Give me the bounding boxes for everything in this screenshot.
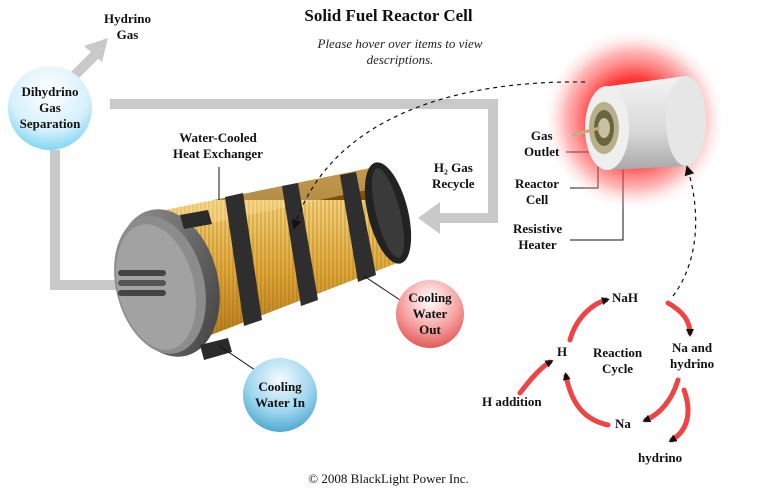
cooling-water-out-bubble[interactable]: Cooling Water Out xyxy=(396,280,464,348)
heat-exchanger-label[interactable]: Water-Cooled Heat Exchanger xyxy=(173,130,263,162)
copyright-footer: © 2008 BlackLight Power Inc. xyxy=(308,471,469,486)
reactor-cell-graphic xyxy=(542,28,726,212)
dihydrino-line-2: Gas xyxy=(39,100,61,115)
hover-instruction-line-2: descriptions. xyxy=(366,52,434,67)
na-hydrino-line-1: Na and xyxy=(671,340,713,355)
hydrino-gas-line-1: Hydrino xyxy=(104,11,151,26)
recycle-pipe xyxy=(50,99,498,290)
reaction-cycle-arrows xyxy=(517,297,694,443)
resistive-heater-line-1: Resistive xyxy=(513,221,563,236)
cooling-out-line-1: Cooling xyxy=(408,290,452,305)
dihydrino-line-1: Dihydrino xyxy=(21,84,79,99)
h2-recycle-line-1: H₂ Gas xyxy=(433,160,473,175)
heat-exchanger-graphic xyxy=(114,162,412,360)
hover-instruction-line-1: Please hover over items to view xyxy=(317,36,483,51)
gas-outlet-label[interactable]: Gas Outlet xyxy=(524,128,559,160)
cycle-hydrino-label[interactable]: hydrino xyxy=(638,450,683,465)
resistive-heater-line-2: Heater xyxy=(518,237,557,252)
cycle-nah-label[interactable]: NaH xyxy=(612,290,638,305)
cycle-h-addition-label[interactable]: H addition xyxy=(482,394,542,409)
dihydrino-gas-separation-bubble[interactable]: Dihydrino Gas Separation xyxy=(8,66,92,150)
h2-gas-recycle-label[interactable]: H₂ Gas Recycle xyxy=(432,160,475,192)
diagram-title: Solid Fuel Reactor Cell xyxy=(304,6,473,25)
reactor-cell-line-2: Cell xyxy=(525,192,549,207)
cycle-center-line-2: Cycle xyxy=(602,361,634,376)
hydrino-gas-arrow xyxy=(68,48,102,82)
heat-exchanger-line-1: Water-Cooled xyxy=(179,130,257,145)
dashed-link-reactor-to-exchanger xyxy=(291,81,586,230)
hydrino-gas-line-2: Gas xyxy=(116,27,139,42)
cycle-na-hydrino-label[interactable]: Na and hydrino xyxy=(670,340,714,372)
reactor-cell-line-1: Reactor xyxy=(515,176,560,191)
hydrino-gas-arrowhead xyxy=(84,38,108,62)
cooling-out-line-3: Out xyxy=(419,322,441,337)
dihydrino-line-3: Separation xyxy=(19,116,81,131)
dashed-link-cycle-to-reactor xyxy=(672,165,697,297)
hydrino-gas-label[interactable]: Hydrino Gas xyxy=(104,11,151,43)
cooling-water-in-bubble[interactable]: Cooling Water In xyxy=(243,358,317,432)
cycle-na-label[interactable]: Na xyxy=(615,416,631,431)
cycle-center-line-1: Reaction xyxy=(593,345,643,360)
cycle-center-label: Reaction Cycle xyxy=(593,345,642,377)
gas-outlet-line-2: Outlet xyxy=(524,144,560,159)
recycle-pipe-arrowhead xyxy=(418,202,440,234)
resistive-heater-label[interactable]: Resistive Heater xyxy=(513,221,562,253)
na-hydrino-line-2: hydrino xyxy=(670,356,715,371)
gas-outlet-line-1: Gas xyxy=(530,128,553,143)
cycle-h-label[interactable]: H xyxy=(557,344,568,359)
cooling-in-line-2: Water In xyxy=(255,395,305,410)
cooling-out-line-2: Water xyxy=(412,306,448,321)
cooling-in-line-1: Cooling xyxy=(258,379,302,394)
h2-recycle-line-2: Recycle xyxy=(432,176,475,191)
reactor-cell-label[interactable]: Reactor Cell xyxy=(515,176,559,208)
heat-exchanger-line-2: Heat Exchanger xyxy=(173,146,263,161)
hover-instruction: Please hover over items to view descript… xyxy=(300,36,500,68)
